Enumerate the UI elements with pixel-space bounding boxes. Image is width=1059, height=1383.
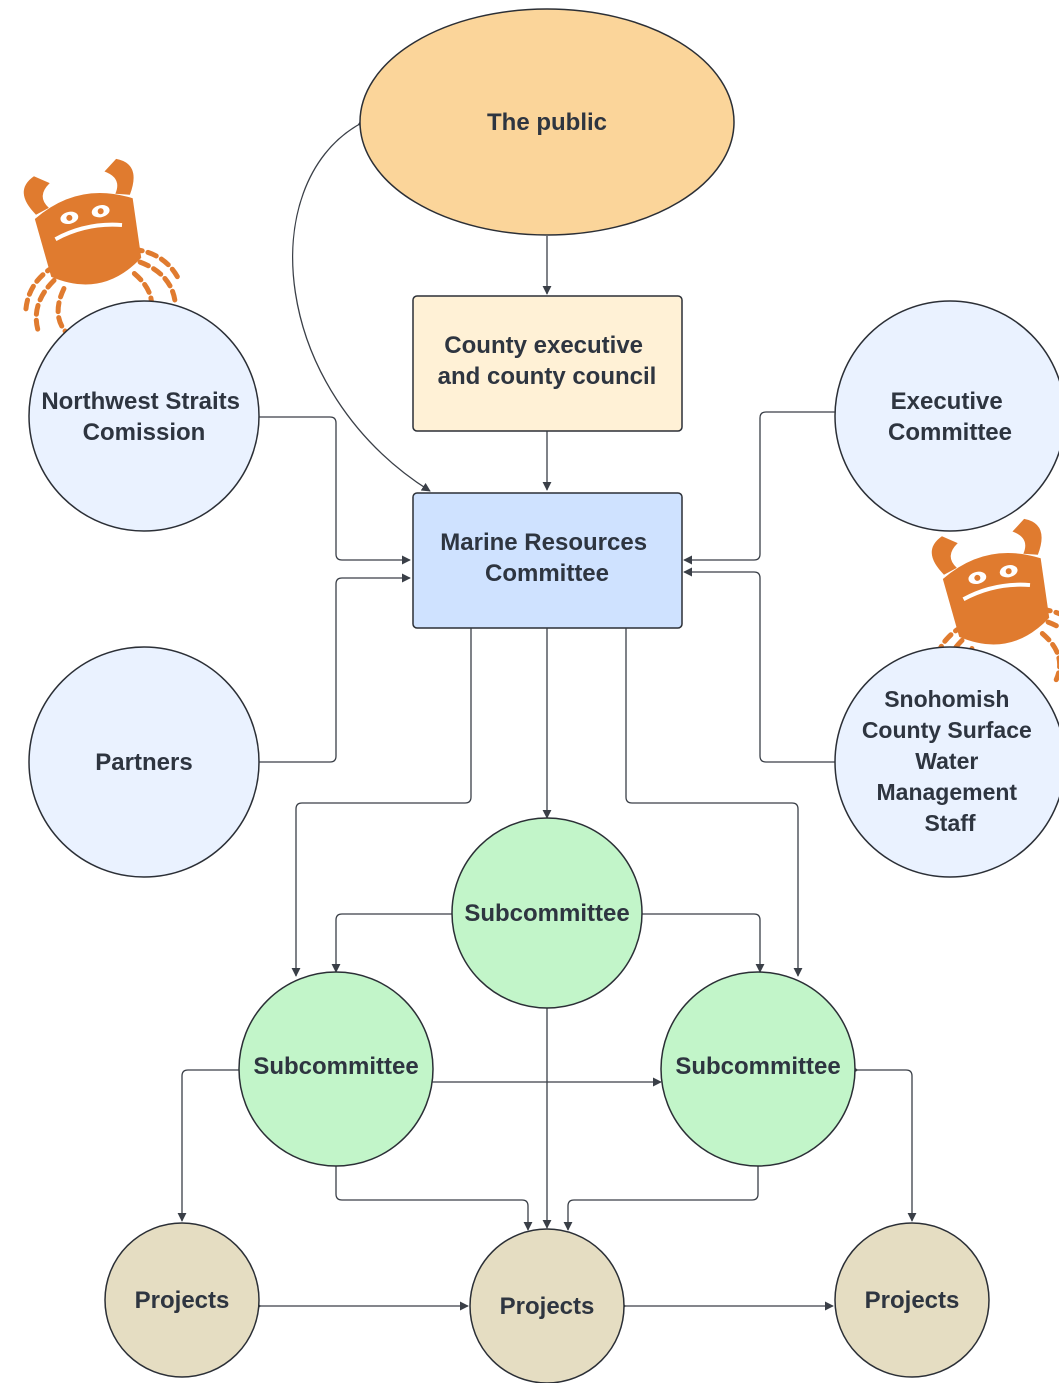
connector-subleft-projmid — [331, 1157, 533, 1231]
node-label: Projects — [500, 1293, 595, 1320]
node-label: Partners — [95, 749, 192, 776]
node-subcommittee-right: Subcommittee — [660, 971, 856, 1167]
node-label: Subcommittee — [464, 900, 629, 927]
node-the-public: The public — [359, 8, 735, 236]
connector-subleft-projleft — [177, 1065, 247, 1222]
node-label: Marine Resources Committee — [440, 529, 653, 587]
node-label: Snohomish County Surface Water Managemen… — [862, 686, 1038, 836]
connector-swm-mrc — [683, 567, 843, 767]
node-label: Projects — [865, 1287, 960, 1314]
connector-subright-projmid — [563, 1157, 763, 1231]
node-subcommittee-left: Subcommittee — [238, 971, 434, 1167]
node-projects-middle: Projects — [469, 1228, 625, 1383]
node-label: Northwest Straits Comission — [41, 388, 246, 446]
node-northwest-straits: Northwest Straits Comission — [28, 300, 260, 532]
connector-partners-mrc — [251, 573, 411, 767]
node-snohomish-swm-staff: Snohomish County Surface Water Managemen… — [834, 646, 1059, 878]
connector-subtop-subleft — [331, 913, 453, 973]
connector-nwsc-mrc — [251, 412, 411, 565]
node-county-executive: County executive and county council — [412, 295, 683, 432]
node-projects-left: Projects — [104, 1222, 260, 1378]
connector-subtop-subright — [642, 913, 765, 973]
node-label: Subcommittee — [675, 1053, 840, 1080]
node-marine-resources-committee: Marine Resources Committee — [412, 492, 683, 629]
node-executive-committee: Executive Committee — [834, 300, 1059, 532]
connector-mrc-subleft — [291, 620, 476, 977]
node-label: Subcommittee — [253, 1053, 418, 1080]
connector-mrc-subright — [621, 620, 803, 977]
node-label: The public — [487, 109, 607, 136]
node-label: County executive and county council — [438, 332, 657, 390]
connectors — [177, 117, 917, 1311]
node-label: Executive Committee — [888, 388, 1012, 446]
node-partners: Partners — [28, 646, 260, 878]
connector-exec-mrc — [683, 407, 843, 565]
connector-subright-projright — [849, 1065, 917, 1222]
node-subcommittee-top: Subcommittee — [451, 817, 643, 1009]
node-label: Projects — [135, 1287, 230, 1314]
node-projects-right: Projects — [834, 1222, 990, 1378]
